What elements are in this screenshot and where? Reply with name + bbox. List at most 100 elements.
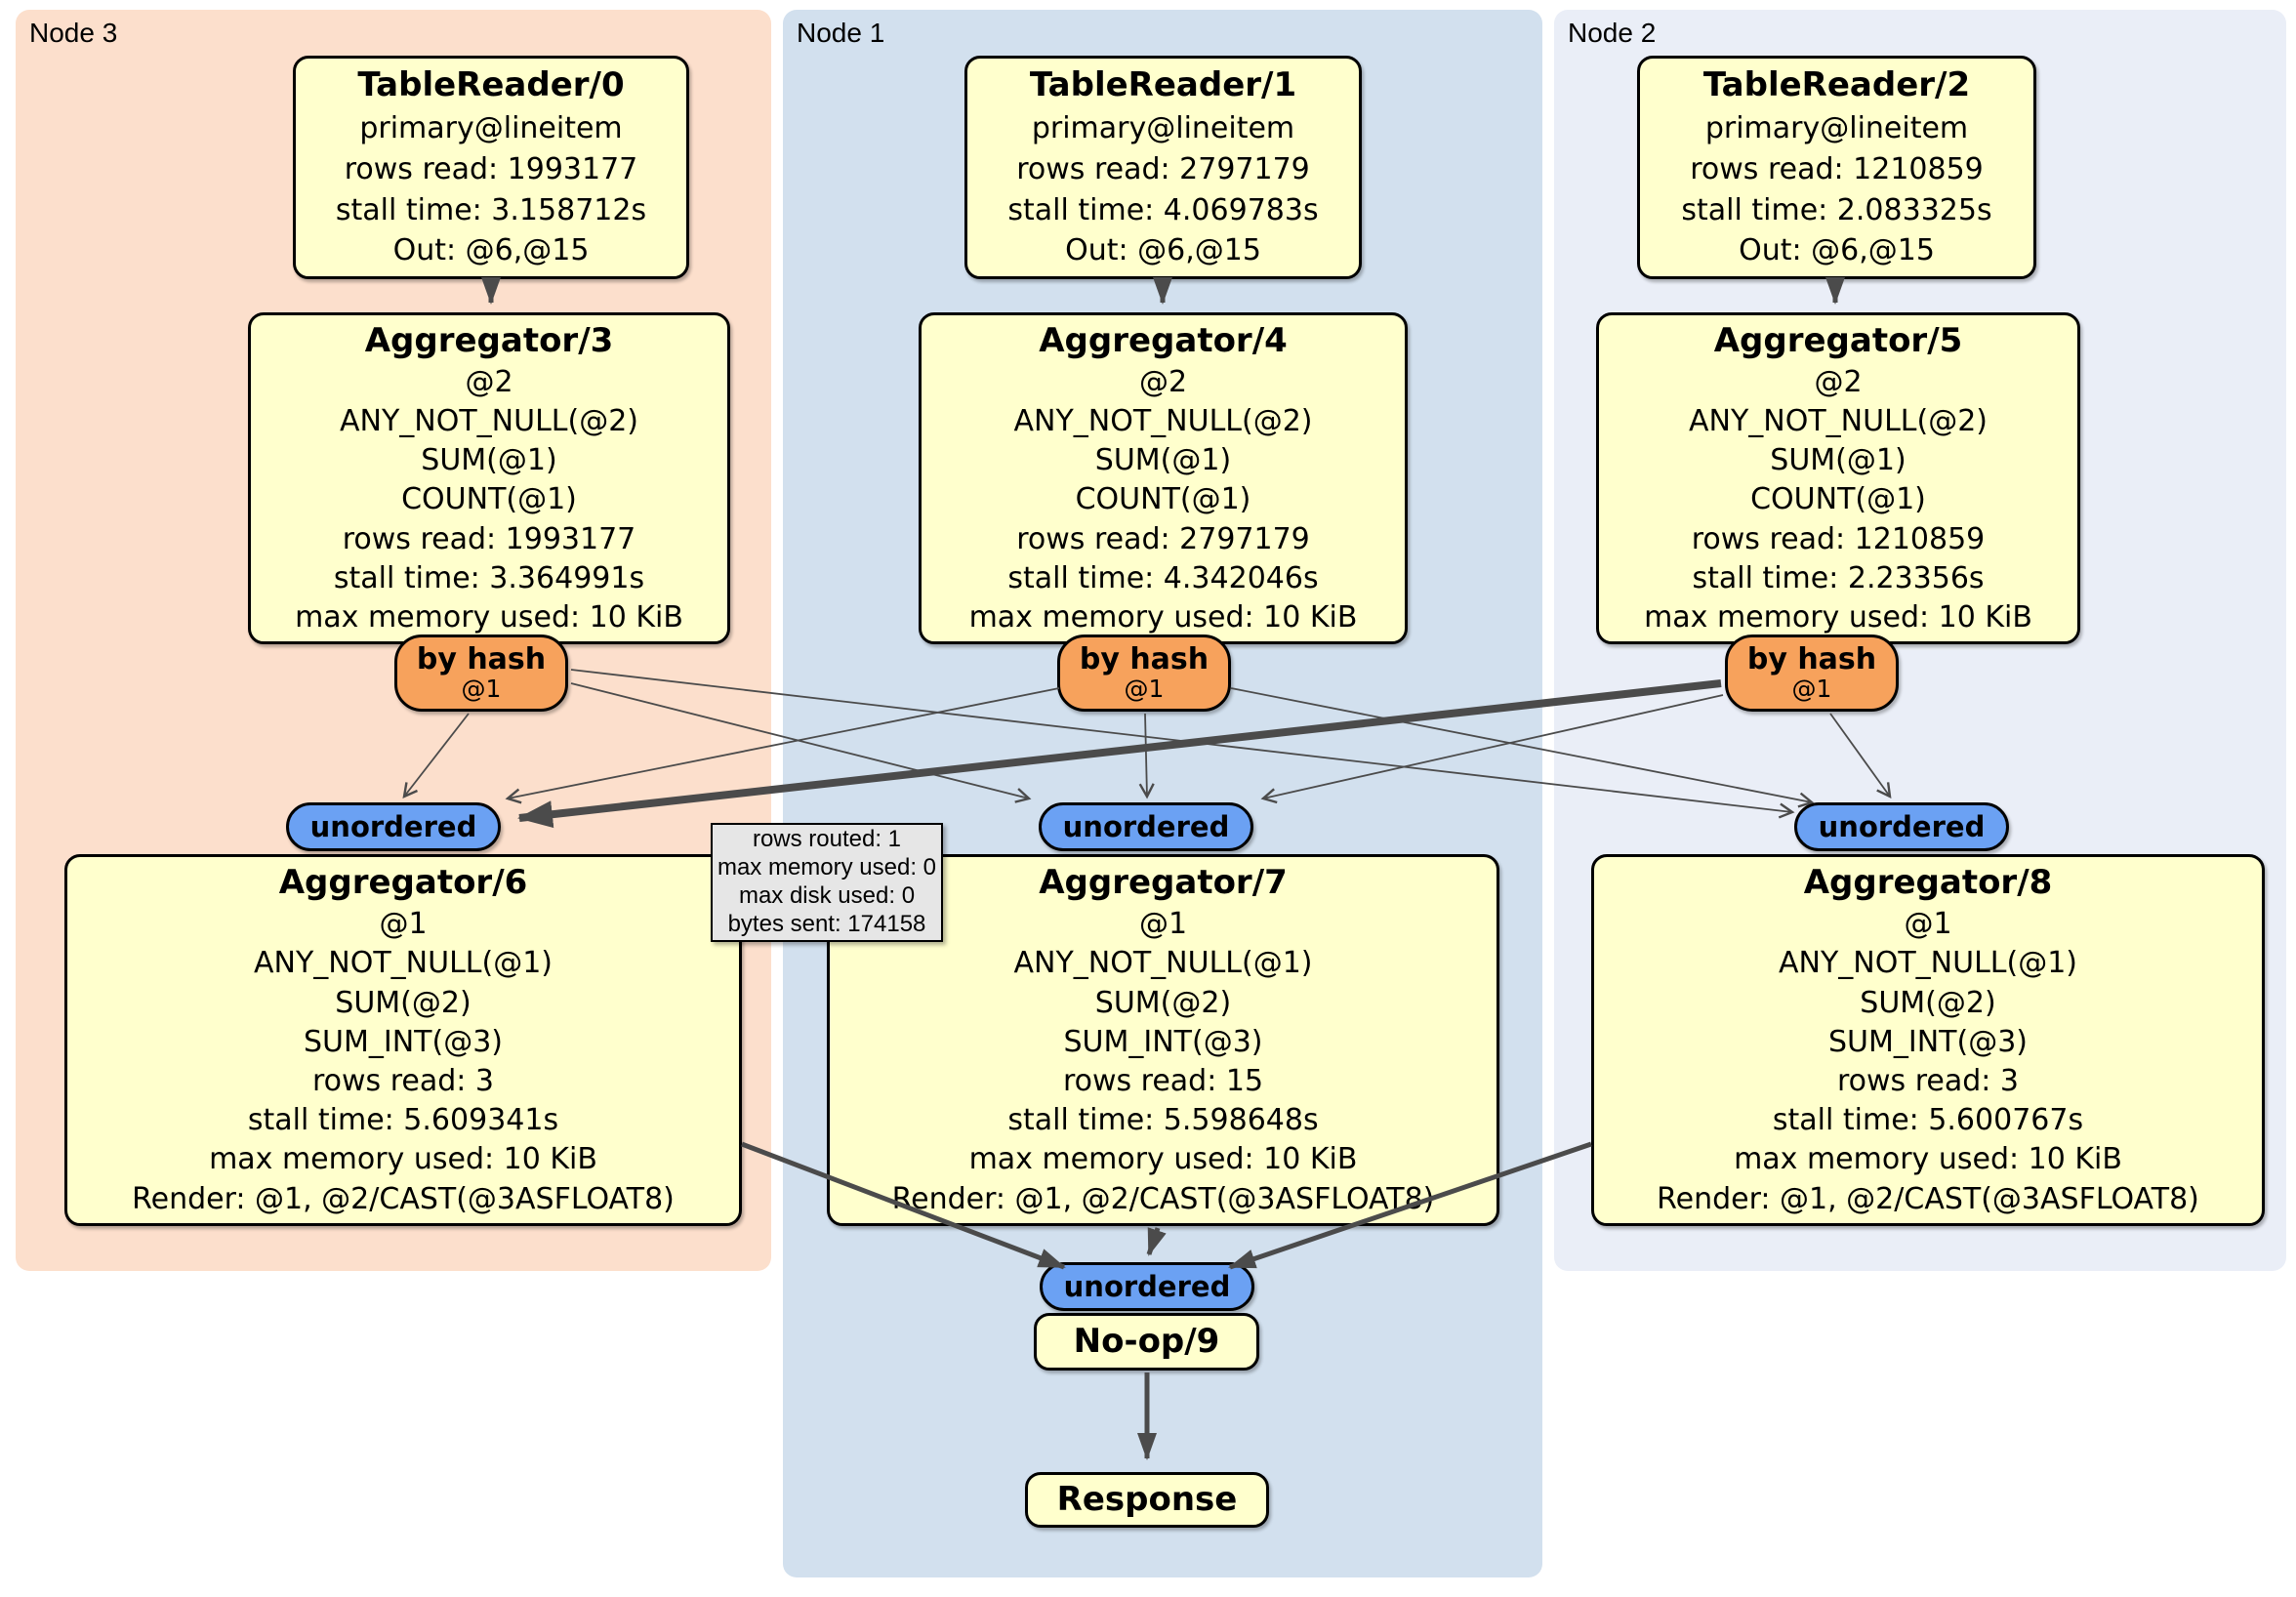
text-line: stall time: 4.069783s [1007,192,1319,227]
router-key: @1 [1124,675,1165,704]
text-line: ANY_NOT_NULL(@1) [1779,946,2077,981]
text-line: ANY_NOT_NULL(@2) [340,404,638,439]
router-by-hash-1: by hash @1 [1057,635,1231,712]
text-line: SUM(@1) [421,443,557,478]
sync-label: unordered [309,810,477,843]
text-line: @2 [1138,364,1188,399]
text-line: @1 [1904,907,1952,942]
text-line: Render: @1, @2/CAST(@3ASFLOAT8) [1657,1181,2199,1216]
router-key: @1 [461,675,502,704]
node-title: TableReader/1 [1029,65,1297,105]
text-line: @2 [1814,364,1863,399]
sync-unordered-8: unordered [1794,802,2009,851]
router-key: @1 [1791,675,1832,704]
node-title: No-op/9 [1073,1321,1220,1361]
node-title: TableReader/2 [1702,65,1971,105]
node-tablereader-1: TableReader/1 primary@lineitem rows read:… [964,56,1362,279]
sync-unordered-6: unordered [286,802,501,851]
text-line: SUM(@1) [1770,443,1906,478]
text-line: ANY_NOT_NULL(@2) [1689,404,1988,439]
text-line: ANY_NOT_NULL(@1) [254,946,553,981]
router-label: by hash [416,641,547,676]
text-line: rows routed: 1 [752,826,902,853]
text-line: SUM(@1) [1094,443,1232,478]
text-line: rows read: 1993177 [342,521,636,556]
sync-label: unordered [1063,1270,1231,1303]
text-line: rows read: 15 [1062,1064,1264,1098]
text-line: SUM(@2) [1094,985,1232,1020]
text-line: stall time: 2.23356s [1692,560,1985,595]
node-title: Aggregator/8 [1803,862,2053,902]
node-response: Response [1025,1472,1269,1528]
text-line: primary@lineitem [1704,111,1969,146]
node-tablereader-0: TableReader/0 primary@lineitem rows read:… [293,56,689,279]
text-line: rows read: 2797179 [1016,521,1310,556]
panel-label-node-1: Node 1 [797,18,885,48]
text-line: rows read: 1210859 [1691,521,1986,556]
sync-unordered-9: unordered [1040,1262,1254,1311]
text-line: max memory used: 10 KiB [209,1142,597,1177]
text-line: SUM(@2) [335,985,472,1020]
text-line: Out: @6,@15 [1739,233,1935,268]
panel-label-node-2: Node 2 [1568,18,1657,48]
router-by-hash-0: by hash @1 [394,635,568,712]
text-line: stall time: 5.600767s [1772,1103,2084,1138]
node-noop-9: No-op/9 [1034,1313,1259,1371]
text-line: stall time: 2.083325s [1681,192,1992,227]
text-line: Render: @1, @2/CAST(@3ASFLOAT8) [891,1181,1435,1216]
node-title: TableReader/0 [357,65,625,105]
router-by-hash-2: by hash @1 [1725,635,1899,712]
sync-unordered-7: unordered [1039,802,1253,851]
text-line: primary@lineitem [359,111,623,146]
text-line: max memory used: 10 KiB [1734,1142,2122,1177]
text-line: rows read: 3 [1836,1064,2020,1098]
text-line: COUNT(@1) [401,482,577,517]
text-line: stall time: 5.598648s [1007,1103,1319,1138]
text-line: @1 [1138,907,1188,942]
text-line: COUNT(@1) [1075,482,1251,517]
text-line: SUM_INT(@3) [304,1024,503,1059]
node-title: Aggregator/5 [1713,320,1963,360]
router-label: by hash [1746,641,1877,676]
text-line: stall time: 3.364991s [333,560,645,595]
text-line: Render: @1, @2/CAST(@3ASFLOAT8) [132,1181,675,1216]
text-line: max memory used: 10 KiB [968,599,1358,635]
node-tablereader-2: TableReader/2 primary@lineitem rows read:… [1637,56,2036,279]
text-line: Out: @6,@15 [1065,233,1261,268]
text-line: max memory used: 0 [717,854,937,881]
text-line: stall time: 4.342046s [1007,560,1319,595]
node-title: Response [1056,1479,1238,1519]
text-line: max memory used: 10 KiB [968,1142,1358,1177]
text-line: max memory used: 10 KiB [295,599,683,635]
text-line: primary@lineitem [1031,111,1295,146]
text-line: max memory used: 10 KiB [1644,599,2032,635]
text-line: stall time: 5.609341s [247,1103,559,1138]
text-line: COUNT(@1) [1750,482,1926,517]
text-line: stall time: 3.158712s [335,192,647,227]
node-title: Aggregator/7 [1039,862,1288,902]
text-line: rows read: 1210859 [1690,151,1984,186]
text-line: max disk used: 0 [738,882,916,910]
node-title: Aggregator/3 [364,320,614,360]
text-line: rows read: 3 [311,1064,495,1098]
node-title: Aggregator/6 [278,862,528,902]
sync-label: unordered [1062,810,1230,843]
node-title: Aggregator/4 [1039,320,1288,360]
text-line: SUM_INT(@3) [1828,1024,2028,1059]
panel-label-node-3: Node 3 [29,18,118,48]
text-line: SUM_INT(@3) [1063,1024,1263,1059]
text-line: SUM(@2) [1860,985,1996,1020]
router-label: by hash [1079,641,1210,676]
text-line: rows read: 1993177 [344,151,638,186]
text-line: rows read: 2797179 [1016,151,1310,186]
sync-label: unordered [1818,810,1986,843]
text-line: @1 [379,907,428,942]
text-line: @2 [465,364,513,399]
